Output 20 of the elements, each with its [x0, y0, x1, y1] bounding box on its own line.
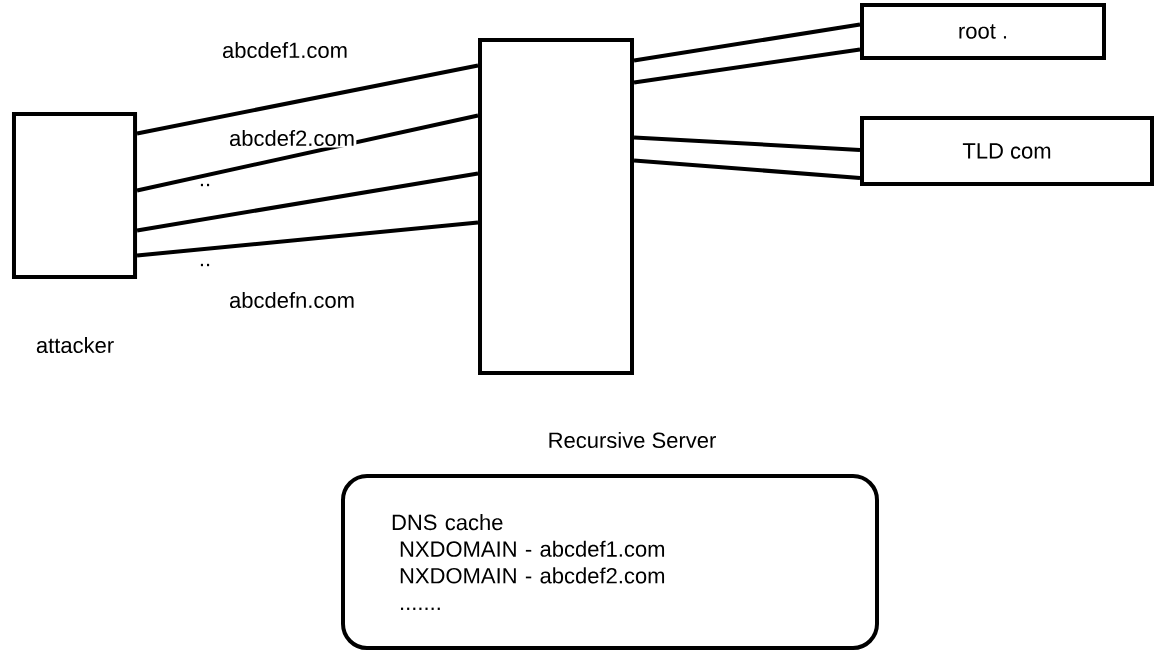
- edge-label: abcdefn.com: [227, 290, 357, 310]
- text-label: ..: [200, 263, 210, 267]
- attacker-box: [12, 112, 138, 279]
- line: [633, 22, 861, 63]
- text-label: ..: [200, 183, 210, 187]
- cache-box: DNS cache NXDOMAIN - abcdef1.com NXDOMAIN - abcdef2.com .......: [341, 474, 879, 650]
- line: [633, 47, 861, 85]
- line: [136, 113, 479, 193]
- line: [633, 135, 861, 152]
- edge-label: abcdef1.com: [220, 40, 350, 60]
- edge-label: abcdef2.com: [227, 128, 357, 148]
- dns-server-box: root .: [860, 2, 1106, 61]
- line: [136, 171, 479, 233]
- node-caption: attacker: [36, 336, 114, 354]
- server-box: [478, 37, 634, 376]
- line: [136, 63, 479, 136]
- line: [136, 220, 479, 258]
- line: [633, 158, 861, 180]
- dns-server-box: TLD com: [860, 116, 1154, 186]
- text-label: Recursive Server: [549, 431, 716, 449]
